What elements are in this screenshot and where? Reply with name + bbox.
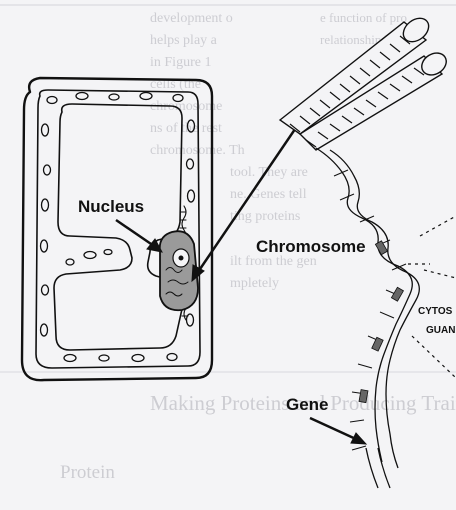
bleed-line: mpletely: [230, 276, 279, 291]
chromosome-label: Chromosome: [256, 237, 366, 256]
gene-arrow: [310, 418, 358, 440]
zoom-guides: [408, 216, 456, 378]
bleed-line: helps play a: [150, 33, 218, 48]
bleed-line: in Figure 1: [150, 55, 211, 70]
vacuole: [54, 104, 185, 350]
gene-arrowhead: [351, 433, 366, 444]
nucleus-label: Nucleus: [78, 197, 144, 216]
bleed-line: ne. Genes tell: [230, 187, 307, 202]
bleed-line: ilt from the gen: [230, 254, 317, 269]
dna-strand: [316, 148, 419, 488]
gene-label: Gene: [286, 395, 329, 414]
bleed-footer-word: Protein: [60, 462, 115, 483]
bleed-line: chromosome. Th: [150, 143, 245, 158]
bleed-line: development o: [150, 11, 233, 26]
bleed-line: e function of pro: [320, 10, 407, 25]
cytosine-label: CYTOS: [418, 306, 453, 317]
guanine-label: GUAN: [426, 325, 455, 336]
nucleus-arrow: [116, 220, 154, 246]
